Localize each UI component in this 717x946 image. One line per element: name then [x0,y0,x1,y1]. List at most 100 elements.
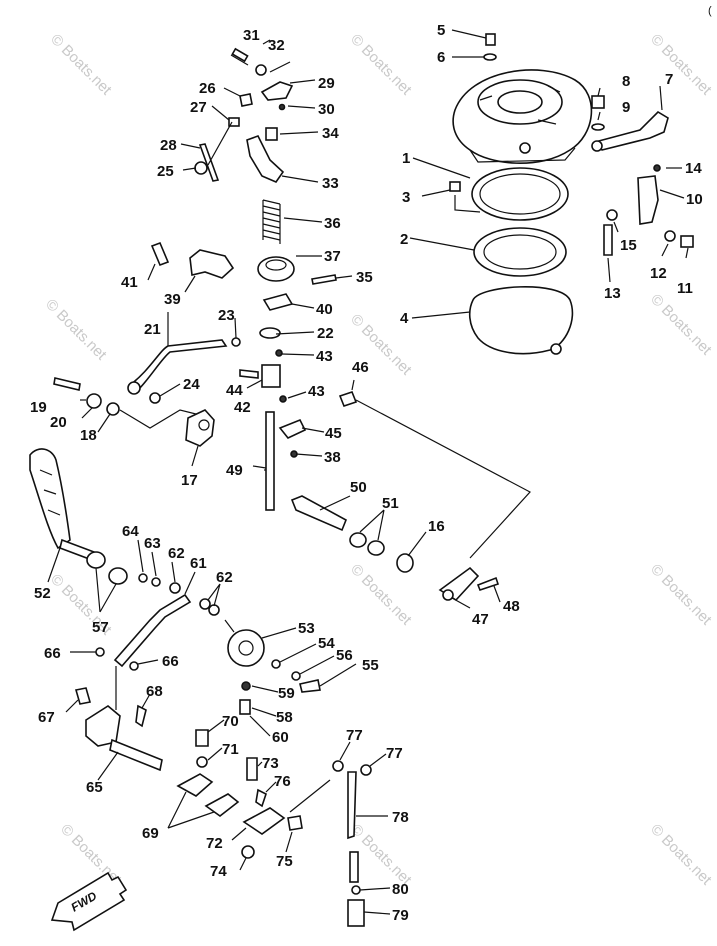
callout-13: 13 [604,285,621,302]
callout-58: 58 [276,709,293,726]
part-49-shaft [265,411,275,511]
watermark: © Boats.net [647,31,715,99]
part-54-washer [271,659,281,669]
callout-57: 57 [92,619,109,636]
callout-40: 40 [316,301,333,318]
callout-77b: 77 [386,745,403,762]
part-62a-washer [169,582,181,594]
callout-22: 22 [317,325,334,342]
callout-62a: 62 [168,545,185,562]
part-5-screw [485,33,496,46]
callout-53: 53 [298,620,315,637]
callout-30: 30 [318,101,335,118]
callout-45: 45 [325,425,342,442]
callout-51: 51 [382,495,399,512]
callout-2: 2 [400,231,408,248]
part-36-spring [262,199,281,244]
callout-42: 42 [234,399,251,416]
callout-15: 15 [620,237,637,254]
callout-70: 70 [222,713,239,730]
watermark: © Boats.net [647,821,715,889]
callout-66b: 66 [162,653,179,670]
part-24-washer [149,392,161,404]
callout-68: 68 [146,683,163,700]
callout-20: 20 [50,414,67,431]
part-41-bolt [150,241,170,267]
part-51b-bushing [367,540,385,556]
part-65-lever [85,705,121,747]
part-1-ring [471,167,569,221]
part-77b-clip [360,764,372,776]
callout-61: 61 [190,555,207,572]
part-45-link [278,418,307,439]
part-43b-pin [279,395,287,403]
part-6-washer [483,53,497,61]
callout-80: 80 [392,881,409,898]
part-61-link [113,593,192,668]
governor-linkage [150,47,337,311]
callout-34: 34 [322,125,339,142]
part-39-bracket [189,249,235,279]
callout-1: 1 [402,150,410,167]
part-50-shaft [290,495,348,532]
part-76-pin [255,788,267,808]
part-56-washer [291,671,301,681]
callout-17: 17 [181,472,198,489]
callout-36: 36 [324,215,341,232]
callout-10: 10 [686,191,703,208]
part-31-screw [231,47,249,63]
part-80-thread [349,851,359,883]
part-23-spring-pin [231,337,241,347]
part-29-link [260,81,294,101]
callout-55: 55 [362,657,379,674]
part-70-bolt [195,729,209,747]
part-8-bolt [591,95,605,109]
part-32-washer [255,64,267,76]
part-46-clip [338,391,358,407]
watermark: © Boats.net [47,31,115,99]
callout-24: 24 [183,376,200,393]
callout-labels: 1 2 3 4 5 6 7 8 9 10 11 12 13 14 15 16 1… [30,22,703,924]
callout-54: 54 [318,635,335,652]
callout-43b: 43 [308,383,325,400]
callout-12: 12 [650,265,667,282]
part-57a-bushing [86,551,106,569]
part-72-link [242,807,286,835]
part-44-screw [239,369,259,379]
callout-62b: 62 [216,569,233,586]
callout-72: 72 [206,835,223,852]
part-21-rod [128,339,228,392]
part-11-cap [680,235,694,248]
callout-38: 38 [324,449,341,466]
part-59-ball [241,681,251,691]
callout-79: 79 [392,907,409,924]
callout-29: 29 [318,75,335,92]
callout-63: 63 [144,535,161,552]
callout-28: 28 [160,137,177,154]
callout-56: 56 [336,647,353,664]
callout-50: 50 [350,479,367,496]
watermark: © Boats.net [347,31,415,99]
callout-35: 35 [356,269,373,286]
callout-43a: 43 [316,348,333,365]
part-55-bolt [299,679,321,693]
callout-52: 52 [34,585,51,602]
callout-74: 74 [210,863,227,880]
part-74-nut [241,845,255,859]
part-18-washer [106,402,120,416]
part-40-plate [262,293,294,311]
callout-11: 11 [677,280,693,297]
part-64-washer [138,573,148,583]
shift-linkage [53,327,531,559]
callout-46: 46 [352,359,369,376]
part-79-sleeve [347,899,365,927]
callout-21: 21 [144,321,161,338]
part-66b-washer [129,661,139,671]
part-53-cam [227,629,265,667]
callout-44: 44 [226,382,243,399]
callout-77a: 77 [346,727,363,744]
part-10-bracket [637,175,659,225]
callout-73: 73 [262,755,279,772]
corner-mark: ( [708,5,712,17]
part-69-clamp [176,773,214,797]
